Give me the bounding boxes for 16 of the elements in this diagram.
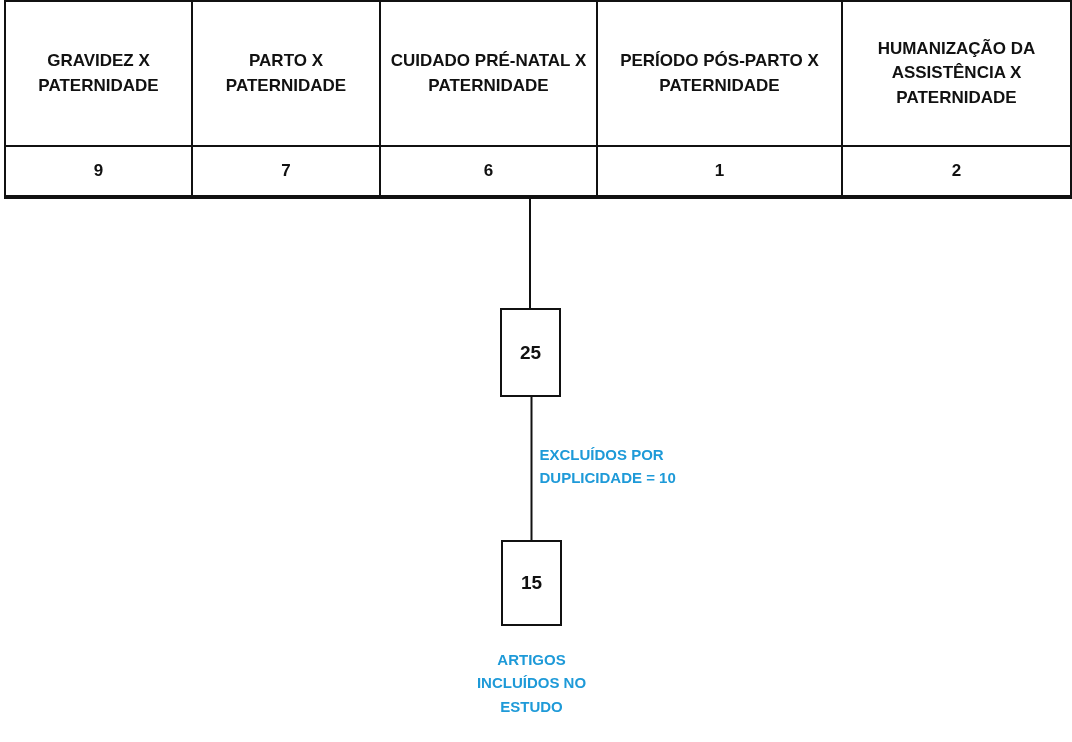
connector-line [529, 198, 531, 309]
count-value: 2 [843, 147, 1072, 197]
count-value: 1 [598, 147, 843, 197]
count-box: 25 [500, 308, 561, 397]
column-header: PARTO X PATERNIDADE [193, 2, 381, 147]
column-header: CUIDADO PRÉ-NATAL X PATERNIDADE [381, 2, 598, 147]
count-box: 15 [501, 540, 562, 626]
column-header: GRAVIDEZ X PATERNIDADE [6, 2, 193, 147]
count-value: 7 [193, 147, 381, 197]
count-value: 9 [6, 147, 193, 197]
data-table [4, 0, 1072, 199]
column-header: PERÍODO PÓS-PARTO X PATERNIDADE [598, 2, 843, 147]
connector-line [530, 396, 533, 541]
column-header: HUMANIZAÇÃO DA ASSISTÊNCIA X PATERNIDADE [843, 2, 1072, 147]
count-value: 6 [381, 147, 598, 197]
caption-text: ARTIGOS INCLUÍDOS NO ESTUDO [475, 650, 588, 717]
